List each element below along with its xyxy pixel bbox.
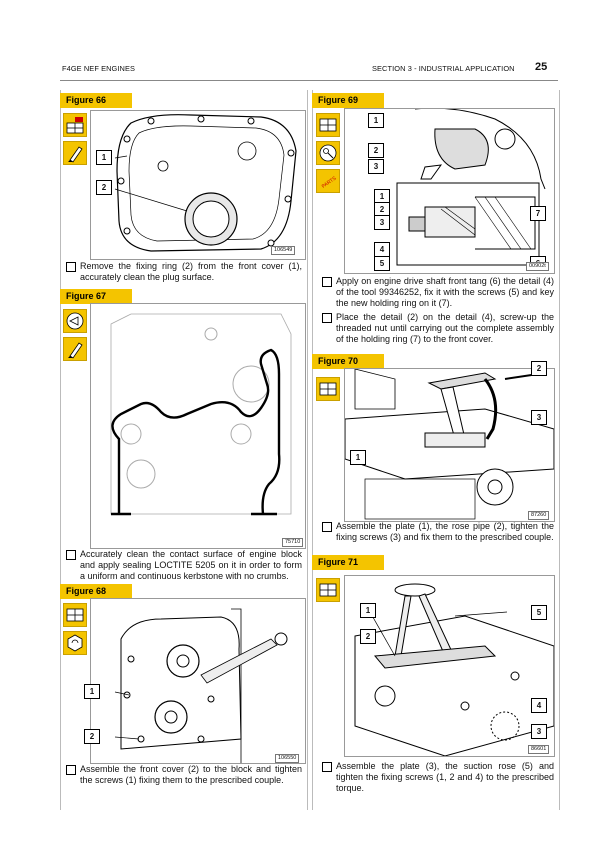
paragraph-68: Assemble the front cover (2) to the bloc…: [66, 764, 302, 786]
holding-ring-tool-drawing: [396, 109, 546, 266]
figure-68-frame: [90, 598, 306, 764]
figure-66-callout-1: 1: [96, 150, 112, 165]
figure-66-frame: [90, 110, 306, 260]
torque-icon: [63, 631, 87, 655]
figure-67-frame: [90, 303, 306, 549]
figure-70-callout-2: 2: [531, 361, 547, 376]
figure-66-callout-2: 2: [96, 180, 112, 195]
assembly-icon: [316, 377, 340, 401]
paragraph-69a: Apply on engine drive shaft front tang (…: [322, 276, 554, 309]
figure-69-label: Figure 69: [312, 93, 384, 108]
paragraph-67: Accurately clean the contact surface of …: [66, 549, 302, 582]
figure-69-detail-callout-5: 5: [374, 256, 390, 271]
lubricate-icon: [63, 141, 87, 165]
assembly-icon: [316, 578, 340, 602]
paragraph-68-text: Assemble the front cover (2) to the bloc…: [80, 764, 302, 785]
figure-70-callout-3: 3: [531, 410, 547, 425]
figure-71-callout-5: 5: [531, 605, 547, 620]
figure-69-callout-3: 3: [368, 159, 384, 174]
figure-71-callout-4: 4: [531, 698, 547, 713]
figure-70-callout-1: 1: [350, 450, 366, 465]
figure-71-label: Figure 71: [312, 555, 384, 570]
figure-69-code: 00902t: [526, 262, 549, 271]
figure-66-code: 106549: [271, 246, 296, 255]
figure-69-detail-callout-4: 4: [374, 242, 390, 257]
parts-icon: PARTS: [316, 169, 340, 193]
paragraph-70-text: Assemble the plate (1), the rose pipe (2…: [336, 521, 554, 542]
header-rule: [60, 80, 558, 81]
suction-rose-drawing: [354, 583, 554, 756]
figure-71-callout-2: 2: [360, 629, 376, 644]
assembly-icon: [316, 113, 340, 137]
figure-66-label: Figure 66: [60, 93, 132, 108]
bullet-box: [322, 313, 332, 323]
figure-68-callout-2: 2: [84, 729, 100, 744]
disassembly-icon: [63, 113, 87, 137]
rose-pipe-drawing: [345, 369, 554, 520]
right-column-frame: [312, 90, 560, 810]
header-left: F4GE NEF ENGINES: [62, 64, 136, 73]
assembly-icon: [63, 603, 87, 627]
figure-70-frame: [344, 368, 555, 522]
paragraph-66-text: Remove the fixing ring (2) from the fron…: [80, 261, 302, 282]
figure-69-detail-callout-2: 2: [374, 202, 390, 217]
figure-69-detail-callout-7: 7: [530, 206, 546, 221]
figure-71-frame: [344, 575, 555, 757]
front-cover-assembly-drawing: [114, 608, 288, 763]
front-cover-drawing: [114, 114, 297, 252]
figure-70-code: 87260: [528, 511, 550, 520]
figure-71-callout-1: 1: [360, 603, 376, 618]
page-number: 25: [535, 61, 548, 73]
paragraph-66: Remove the fixing ring (2) from the fron…: [66, 261, 302, 283]
figure-69-detail-callout-3: 3: [374, 215, 390, 230]
bullet-box: [322, 522, 332, 532]
figure-68-label: Figure 68: [60, 584, 132, 599]
bullet-box: [66, 550, 76, 560]
look-icon: [63, 309, 87, 333]
left-column-frame: [60, 90, 308, 810]
engine-block-sealant-drawing: [110, 313, 292, 516]
figure-68-code: 106550: [275, 754, 300, 763]
paragraph-70: Assemble the plate (1), the rose pipe (2…: [322, 521, 554, 543]
figure-67-label: Figure 67: [60, 289, 132, 304]
paragraph-69b-text: Place the detail (2) on the detail (4), …: [336, 312, 554, 344]
figure-68-callout-1: 1: [84, 684, 100, 699]
paragraph-69b: Place the detail (2) on the detail (4), …: [322, 312, 554, 345]
figure-70-label: Figure 70: [312, 354, 384, 369]
figure-71-code: 86601: [528, 745, 550, 754]
figure-71-callout-3: 3: [531, 724, 547, 739]
paragraph-71-text: Assemble the plate (3), the suction rose…: [336, 761, 554, 793]
bullet-box: [66, 765, 76, 775]
bullet-box: [322, 762, 332, 772]
paragraph-69a-text: Apply on engine drive shaft front tang (…: [336, 276, 554, 308]
paragraph-71: Assemble the plate (3), the suction rose…: [322, 761, 554, 794]
header-section: SECTION 3 - INDUSTRIAL APPLICATION: [372, 64, 515, 73]
bullet-box: [322, 277, 332, 287]
parts-icon-text: PARTS: [321, 175, 338, 190]
figure-69-callout-1: 1: [368, 113, 384, 128]
tool-icon: [316, 141, 340, 165]
paragraph-67-text: Accurately clean the contact surface of …: [80, 549, 302, 581]
bullet-box: [66, 262, 76, 272]
figure-67-code: 75710: [282, 538, 304, 547]
lubricate-icon: [63, 337, 87, 361]
figure-69-callout-2: 2: [368, 143, 384, 158]
